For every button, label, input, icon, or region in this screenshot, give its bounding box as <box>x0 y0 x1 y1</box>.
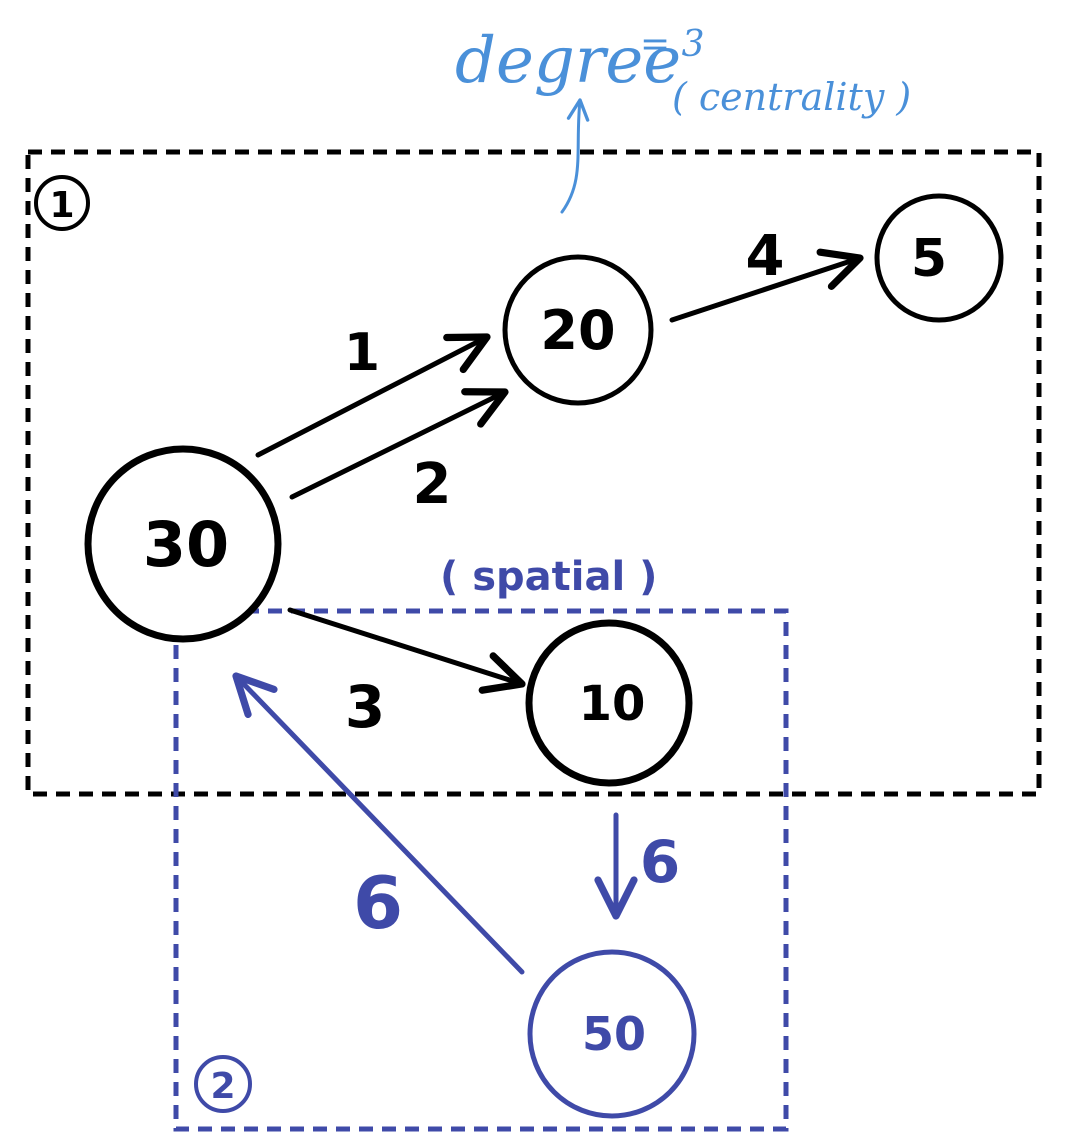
edge-30-20-a <box>255 333 491 458</box>
group-2-box <box>173 608 789 1132</box>
spatial-label: ( spatial ) <box>440 554 657 600</box>
node-30-label: 30 <box>143 508 229 581</box>
group-2-marker-label: 2 <box>210 1066 235 1107</box>
node-50-label: 50 <box>582 1007 646 1061</box>
edge-label-50-30: 6 <box>353 861 403 945</box>
degree-label: degree <box>455 24 681 98</box>
group-1-marker-label: 1 <box>49 185 74 226</box>
edge-50-30 <box>232 672 525 975</box>
node-20: 20 <box>502 254 654 406</box>
node-20-label: 20 <box>540 299 615 362</box>
edge-label-10-50: 6 <box>640 828 680 896</box>
edge-20-5 <box>669 248 864 323</box>
degree-pointer-arrow <box>560 98 590 214</box>
node-50: 50 <box>527 949 697 1119</box>
edge-label-30-10: 3 <box>345 673 385 741</box>
node-10: 10 <box>525 619 693 787</box>
node-10-label: 10 <box>579 676 646 732</box>
degree-value: = 3 <box>640 24 705 65</box>
node-30: 30 <box>84 445 282 643</box>
centrality-label: ( centrality ) <box>672 75 911 119</box>
group-1-marker: 1 <box>34 175 90 231</box>
group-2-marker: 2 <box>194 1055 252 1113</box>
edge-label-30-20-b: 2 <box>413 452 452 517</box>
edge-30-10 <box>287 607 526 694</box>
edge-label-20-5: 4 <box>746 224 785 289</box>
node-5: 5 <box>874 193 1004 323</box>
node-5-label: 5 <box>911 229 947 289</box>
edge-30-20-b <box>289 388 509 500</box>
edge-label-30-20-a: 1 <box>344 323 380 383</box>
